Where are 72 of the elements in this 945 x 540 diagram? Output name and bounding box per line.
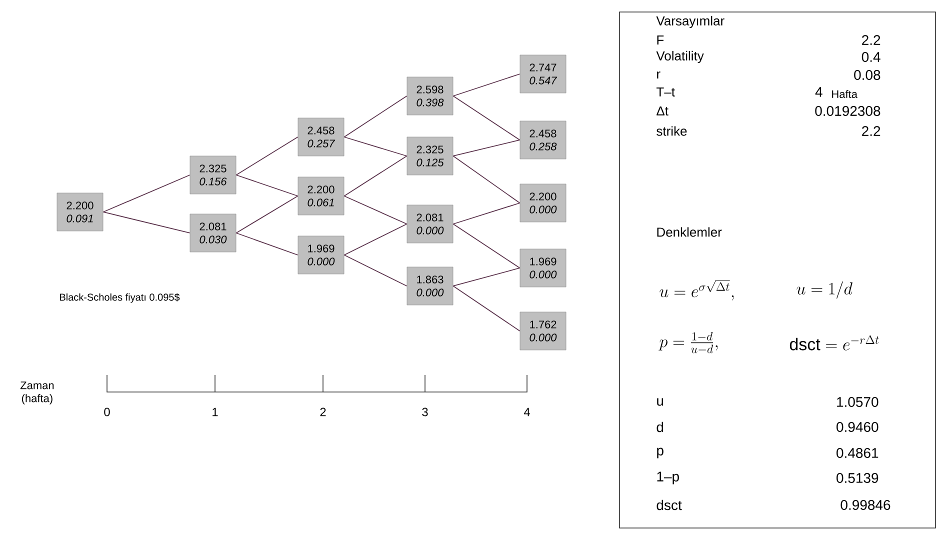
branch-line bbox=[344, 156, 408, 196]
table-label: Hafta bbox=[832, 90, 858, 98]
branch-line bbox=[236, 174, 298, 196]
price-box: 1.969 0.000 bbox=[520, 248, 566, 288]
table-value: 0.99846 bbox=[840, 500, 890, 510]
price-box: 2.200 0.000 bbox=[520, 184, 566, 222]
price-box: 2.458 0.258 bbox=[520, 120, 566, 160]
formula: $u = e^{\sigma\sqrt{\Delta t}},$ bbox=[660, 280, 734, 300]
tick-label: 4 bbox=[524, 408, 530, 416]
price-box: 2.325 0.125 bbox=[406, 136, 454, 176]
table-label: u bbox=[657, 398, 664, 406]
table-label: r bbox=[657, 72, 660, 78]
table-value: 0.5139 bbox=[836, 473, 878, 483]
branch-line bbox=[102, 174, 190, 212]
branch-line bbox=[102, 212, 190, 234]
branch-line bbox=[452, 140, 520, 156]
table-label: F bbox=[657, 36, 664, 44]
table-label: p bbox=[657, 448, 664, 458]
price-box: 2.081 0.030 bbox=[190, 214, 236, 252]
price-box: 2.200 0.061 bbox=[298, 176, 344, 216]
branch-line bbox=[236, 136, 298, 176]
parameter-table bbox=[619, 12, 936, 528]
table-value: 2.2 bbox=[862, 126, 880, 136]
branch-line bbox=[452, 202, 520, 224]
table-heading: Varsayımlar bbox=[656, 16, 724, 28]
branch-line bbox=[452, 74, 520, 96]
axis-title: Zaman (hafta) bbox=[20, 382, 54, 404]
price-box: 1.762 0.000 bbox=[520, 312, 566, 350]
table-value: 0.4861 bbox=[836, 448, 878, 458]
table-heading: Denklemler bbox=[657, 227, 722, 237]
table-label: strike bbox=[656, 126, 687, 136]
branch-line bbox=[452, 268, 520, 286]
tick-label: 2 bbox=[320, 408, 326, 416]
formula: $\mathrm{dsct} = e^{-r\Delta t}$ bbox=[790, 335, 879, 350]
price-box: 2.325 0.156 bbox=[190, 156, 236, 194]
table-label: Volatility bbox=[656, 50, 704, 64]
table-value: 0.9460 bbox=[836, 422, 878, 432]
tick-label: 1 bbox=[212, 408, 218, 416]
branch-line bbox=[344, 254, 408, 286]
branch-line bbox=[452, 224, 520, 268]
price-box: 1.863 0.000 bbox=[406, 266, 454, 306]
table-label: 1–p bbox=[657, 472, 679, 484]
tick-label: 0 bbox=[104, 408, 110, 416]
table-value: 0.08 bbox=[854, 70, 880, 80]
branch-line bbox=[236, 196, 298, 234]
table-label: dsct bbox=[656, 500, 682, 510]
branch-line bbox=[344, 196, 408, 224]
table-value: 0.4 bbox=[862, 52, 880, 62]
table-value: 1.0570 bbox=[837, 397, 878, 407]
table-value: 4 bbox=[815, 87, 822, 97]
price-box: 2.598 0.398 bbox=[406, 76, 454, 116]
tick-label: 3 bbox=[422, 408, 428, 416]
table-value: 2.2 bbox=[862, 35, 880, 45]
price-note: Black-Scholes fiyatı 0.095$ bbox=[60, 293, 180, 303]
table-label: T–t bbox=[656, 87, 675, 96]
table-label: Δt bbox=[656, 106, 668, 116]
branch-line bbox=[344, 136, 408, 156]
price-box: 2.747 0.547 bbox=[520, 54, 566, 94]
branch-line bbox=[452, 286, 520, 332]
branch-line bbox=[344, 224, 408, 256]
price-box: 2.081 0.000 bbox=[406, 204, 454, 244]
table-value: 0.0192308 bbox=[815, 106, 880, 116]
table-label: d bbox=[656, 422, 664, 432]
price-box: 2.458 0.257 bbox=[298, 118, 344, 156]
branch-line bbox=[452, 156, 520, 204]
price-box: 2.200 0.091 bbox=[56, 192, 104, 232]
branch-line bbox=[236, 232, 298, 256]
formula: $p = \frac{1-d}{u-d},$ bbox=[658, 332, 718, 354]
formula: $u = 1 / d$ bbox=[796, 281, 852, 299]
branch-line bbox=[344, 96, 408, 138]
branch-line bbox=[452, 96, 520, 140]
price-box: 1.969 0.000 bbox=[298, 236, 344, 274]
